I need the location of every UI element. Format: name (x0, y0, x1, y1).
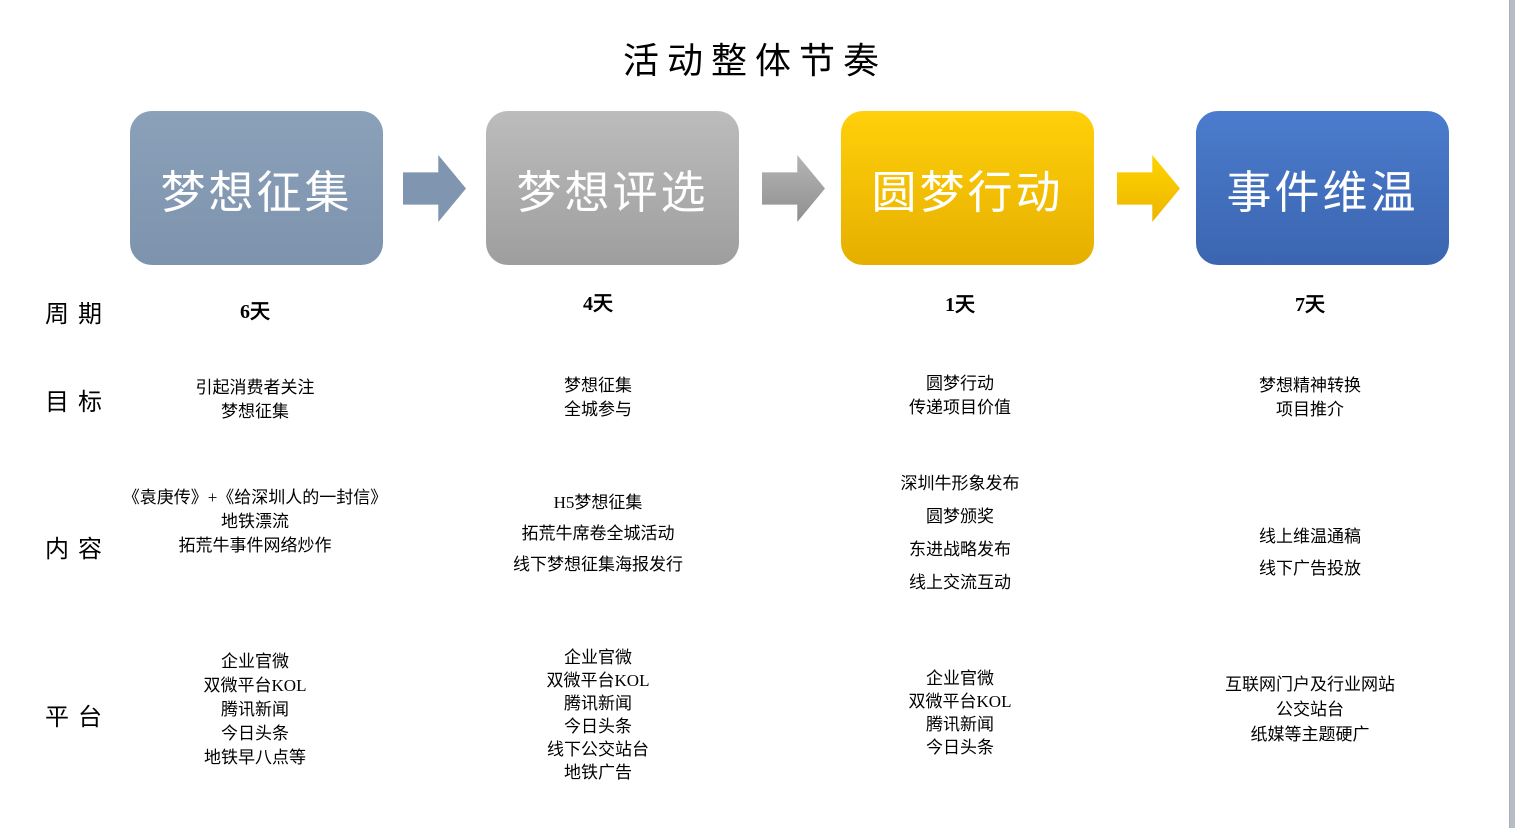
text-line: 线下公交站台 (547, 740, 649, 759)
flow-arrow-icon (403, 155, 466, 222)
text-line: 传递项目价值 (909, 398, 1011, 417)
text-line: 纸媒等主题硬广 (1250, 725, 1370, 744)
flow-arrow-icon (762, 155, 825, 222)
stage-box-label: 梦想评选 (516, 167, 709, 218)
text-line: 梦想征集 (564, 376, 632, 395)
text-line: 《袁庚传》+《给深圳人的一封信》地铁漂流 (122, 488, 388, 531)
text-line: 线上交流互动 (909, 573, 1011, 592)
text-line: 双微平台KOL (546, 671, 650, 690)
stage-box-dream-selection: 梦想评选 (486, 111, 739, 265)
row-label-platform: 平台 (45, 705, 111, 731)
goal-cell-stage1: 引起消费者关注梦想征集 (105, 376, 405, 424)
text-line: 公交站台 (1276, 700, 1344, 719)
text-line: 拓荒牛事件网络炒作 (178, 536, 332, 555)
period-cell-stage4: 7天 (1295, 294, 1325, 316)
text-line: H5梦想征集 (553, 493, 643, 512)
content-cell-stage4: 线上维温通稿线下广告投放 (1160, 521, 1460, 585)
content-cell-stage1: 《袁庚传》+《给深圳人的一封信》地铁漂流拓荒牛事件网络炒作 (120, 486, 390, 558)
platform-cell-stage2: 企业官微双微平台KOL 腾讯新闻今日头条线下公交站台地铁广告 (448, 646, 748, 784)
text-line: 地铁早八点等 (204, 748, 306, 767)
text-line: 今日头条 (221, 724, 289, 743)
content-cell-stage3: 深圳牛形象发布圆梦颁奖东进战略发布线上交流互动 (810, 467, 1110, 599)
platform-cell-stage4: 互联网门户及行业网站公交站台纸媒等主题硬广 (1160, 672, 1460, 747)
text-line: 线下梦想征集海报发行 (513, 555, 683, 574)
text-line: 企业官微 (221, 652, 289, 671)
stage-box-dream-action: 圆梦行动 (841, 111, 1094, 265)
stage-box-event-warming: 事件维温 (1196, 111, 1449, 265)
stage-box-label: 圆梦行动 (871, 167, 1064, 218)
platform-cell-stage1: 企业官微双微平台KOL 腾讯新闻今日头条地铁早八点等 (105, 650, 405, 770)
text-line: 互联网门户及行业网站 (1225, 675, 1395, 694)
stage-box-label: 事件维温 (1226, 167, 1419, 218)
content-cell-stage2: H5梦想征集拓荒牛席卷全城活动线下梦想征集海报发行 (448, 487, 748, 580)
text-line: 腾讯新闻 (926, 715, 994, 734)
stage-box-dream-collection: 梦想征集 (130, 111, 383, 265)
text-line: 深圳牛形象发布 (900, 474, 1020, 493)
text-line: 引起消费者关注 (195, 378, 315, 397)
page-title: 活动整体节奏 (622, 41, 887, 81)
text-line: 企业官微 (926, 669, 994, 688)
row-label-goal: 目标 (45, 390, 111, 416)
text-line: 腾讯新闻 (564, 694, 632, 713)
text-line: 圆梦行动 (926, 374, 994, 393)
period-cell-stage1: 6天 (240, 301, 270, 323)
text-line: 地铁广告 (564, 763, 632, 782)
row-label-content: 内容 (45, 537, 111, 563)
text-line: 线下广告投放 (1259, 559, 1361, 578)
text-line: 双微平台KOL (908, 692, 1012, 711)
text-line: 梦想精神转换 (1259, 376, 1361, 395)
text-line: 双微平台KOL (203, 676, 307, 695)
goal-cell-stage4: 梦想精神转换项目推介 (1160, 374, 1460, 422)
text-line: 圆梦颁奖 (926, 507, 994, 526)
text-line: 今日头条 (926, 738, 994, 757)
flow-arrow-icon (1117, 155, 1180, 222)
text-line: 拓荒牛席卷全城活动 (521, 524, 675, 543)
row-label-period: 周期 (45, 302, 111, 328)
text-line: 今日头条 (564, 717, 632, 736)
text-line: 项目推介 (1276, 400, 1344, 419)
vertical-scrollbar[interactable] (1509, 0, 1515, 828)
goal-cell-stage3: 圆梦行动传递项目价值 (810, 372, 1110, 420)
text-line: 企业官微 (564, 648, 632, 667)
goal-cell-stage2: 梦想征集全城参与 (448, 374, 748, 422)
text-line: 东进战略发布 (909, 540, 1011, 559)
text-line: 腾讯新闻 (221, 700, 289, 719)
text-line: 全城参与 (564, 400, 632, 419)
stage-box-label: 梦想征集 (160, 167, 353, 218)
period-cell-stage3: 1天 (945, 294, 975, 316)
text-line: 线上维温通稿 (1259, 527, 1361, 546)
platform-cell-stage3: 企业官微双微平台KOL 腾讯新闻今日头条 (810, 667, 1110, 759)
period-cell-stage2: 4天 (583, 293, 613, 315)
text-line: 梦想征集 (221, 402, 289, 421)
